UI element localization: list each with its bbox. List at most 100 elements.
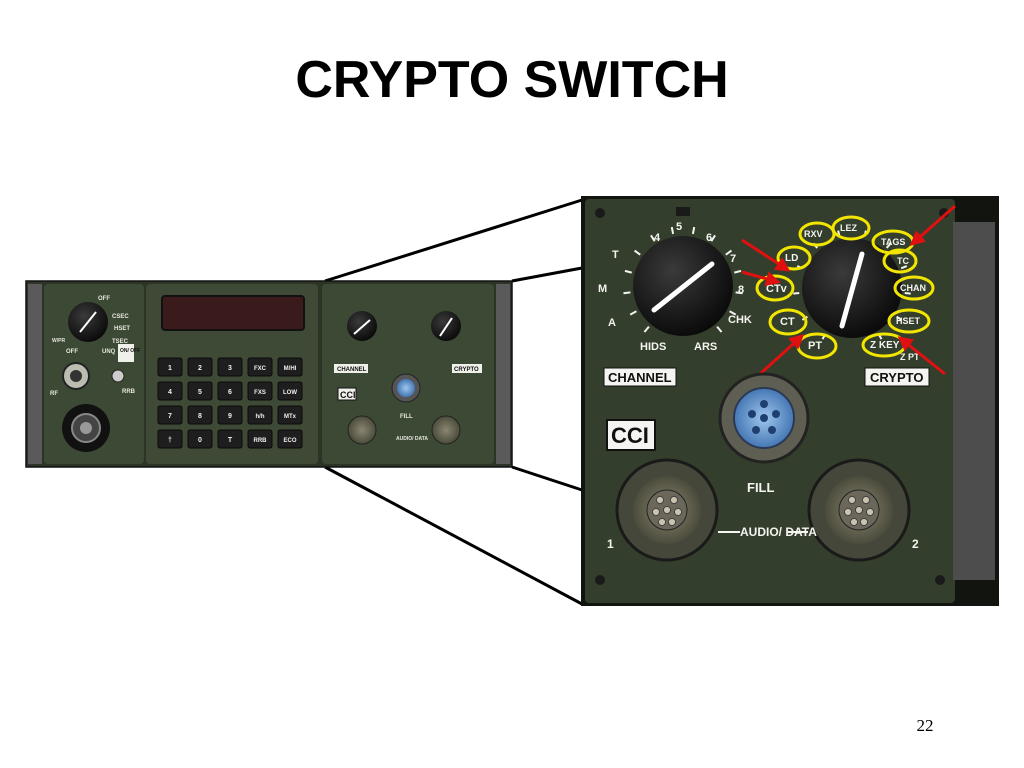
page-number: 22 (916, 716, 934, 735)
ch-pos-4: 4 (654, 232, 661, 244)
display-window (161, 295, 305, 331)
channel-plate (603, 367, 677, 387)
knob-tick (793, 292, 800, 295)
keypad-key[interactable] (217, 357, 243, 377)
ch-pos-m: M (598, 283, 607, 295)
knob-tick (624, 269, 632, 274)
zoom-rail (953, 222, 995, 580)
knob-tick (643, 325, 650, 333)
audio-connector-1-small[interactable] (347, 415, 377, 445)
knob-tick (633, 249, 641, 256)
knob-pos-csec: CSEC (112, 314, 129, 320)
channel-plate-small (334, 364, 368, 373)
keypad-key-label: 0 (198, 437, 202, 444)
keypad-key[interactable] (187, 429, 213, 449)
zoom-panel: 5 4 6 7 8 CHK ARS HIDS A M T RXV LEZ TAG… (581, 196, 999, 606)
red-arrows (741, 204, 956, 376)
keypad-key-label: 7 (168, 413, 172, 420)
keypad-key-label: ECO (283, 438, 296, 444)
highlight-chan (893, 275, 935, 301)
keypad-key[interactable] (247, 429, 273, 449)
cr-pos-hset: HSET (896, 316, 921, 326)
knob-tick (691, 226, 696, 235)
ch-pos-chk: CHK (728, 314, 752, 326)
arrow-tags (909, 204, 956, 246)
cr-pos-zkey: Z KEY (870, 340, 900, 351)
cci-label: CCI (611, 423, 649, 448)
fill-label: FILL (747, 480, 774, 495)
knob-tick (710, 234, 716, 242)
keypad-key-label: 6 (228, 389, 232, 396)
knob-tick (670, 226, 675, 235)
knob-pos-off: OFF (98, 296, 110, 302)
cr-pos-chan: CHAN (900, 283, 926, 293)
cci-plate (606, 419, 656, 451)
keypad-key[interactable] (277, 405, 303, 425)
cci-label-small: CCI (340, 390, 356, 400)
connector-2-label: 2 (912, 537, 919, 551)
keypad-key[interactable] (187, 357, 213, 377)
arrow-ctv (741, 270, 781, 287)
knob-tick (904, 292, 911, 295)
rrb-button[interactable] (111, 369, 125, 383)
knob-pos-wpr: W/PR (52, 338, 65, 344)
audio-connector-2-small[interactable] (431, 415, 461, 445)
keypad-key[interactable] (157, 357, 183, 377)
keypad-key[interactable] (187, 405, 213, 425)
keypad-key[interactable] (277, 357, 303, 377)
highlight-hset (887, 308, 931, 334)
ch-pos-1: 5 (676, 221, 682, 233)
keypad-key[interactable] (187, 381, 213, 401)
cr-pos-ct: CT (780, 316, 795, 328)
keypad-key[interactable] (157, 381, 183, 401)
keypad-key[interactable] (247, 381, 273, 401)
highlight-ct (768, 308, 808, 336)
zoom-line-lower (511, 465, 583, 492)
zoom-line-upper (511, 266, 583, 283)
knob-pos-unq: UNQ (102, 349, 116, 355)
knob-pos-tsec: TSEC (112, 339, 129, 345)
on-off-box[interactable] (118, 344, 134, 362)
keypad-key-label: 3 (228, 365, 232, 372)
keypad-key[interactable] (217, 429, 243, 449)
knob-tick (735, 291, 743, 295)
ch-pos-a: A (608, 317, 616, 329)
keypad-key[interactable] (217, 381, 243, 401)
keypad-key[interactable] (277, 429, 303, 449)
keypad-key[interactable] (157, 429, 183, 449)
knob-pos-hset: HSET (114, 326, 130, 332)
knob-tick (725, 249, 733, 256)
keypad-key-label: MTx (284, 414, 297, 420)
knob-tick (896, 315, 903, 321)
keypad-key-label: RRB (254, 438, 268, 444)
channel-label: CHANNEL (608, 370, 672, 385)
keypad-key[interactable] (277, 381, 303, 401)
arrow-pt (758, 333, 805, 376)
cr-pos-ld: LD (785, 253, 798, 264)
keypad-key[interactable] (247, 357, 273, 377)
crypto-plate-small (452, 364, 482, 373)
keypad-key-label: T (228, 437, 233, 444)
slide-title: CRYPTO SWITCH (295, 51, 729, 109)
cr-pos-tags: TAGS (881, 237, 905, 247)
keypad-key-label: M/HI (284, 366, 297, 372)
knob-tick (729, 310, 737, 316)
keypad-key-label: 9 (228, 413, 232, 420)
rf-label: RF (50, 391, 58, 397)
zoom-lines (324, 198, 583, 606)
keypad-key[interactable] (217, 405, 243, 425)
knob-tick (900, 265, 908, 270)
knob-tick (734, 269, 742, 274)
on-off-label: ON/ OFF (120, 348, 140, 354)
crypto-plate (864, 367, 930, 387)
ch-pos-ars: ARS (694, 341, 717, 353)
right-rail (496, 284, 510, 464)
ch-pos-8: 8 (738, 284, 744, 296)
keypad-key[interactable] (157, 405, 183, 425)
keypad-key[interactable] (247, 405, 273, 425)
knob-tick (629, 310, 637, 316)
highlight-tc (882, 248, 918, 274)
knob-tick (623, 291, 631, 295)
